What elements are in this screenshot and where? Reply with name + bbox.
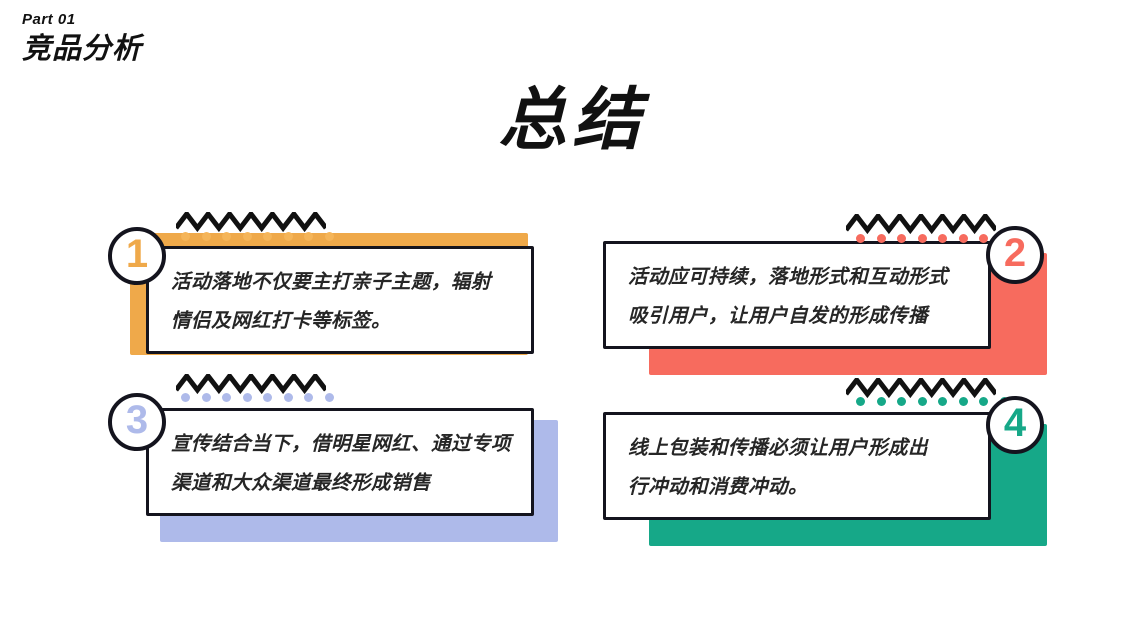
card-number-badge: 1 bbox=[108, 227, 166, 285]
card-number-badge: 4 bbox=[986, 396, 1044, 454]
card-text: 活动应可持续，落地形式和互动形式 吸引用户，让用户自发的形成传播 bbox=[628, 266, 949, 327]
slide-header: Part 01 竞品分析 bbox=[22, 10, 142, 67]
card-number-badge: 3 bbox=[108, 393, 166, 451]
card-number-label: 4 bbox=[1003, 401, 1027, 445]
zigzag-icon bbox=[846, 214, 996, 244]
dot-row-decoration bbox=[181, 232, 334, 241]
card-body: 线上包装和传播必须让用户形成出 行冲动和消费冲动。 bbox=[603, 412, 991, 520]
card-body: 宣传结合当下，借明星网红、通过专项 渠道和大众渠道最终形成销售 bbox=[146, 408, 534, 516]
page-title: 总结 bbox=[498, 82, 647, 158]
card-text: 活动落地不仅要主打亲子主题，辐射 情侣及网红打卡等标签。 bbox=[171, 271, 492, 332]
card-number-badge: 2 bbox=[986, 226, 1044, 284]
card-text: 宣传结合当下，借明星网红、通过专项 渠道和大众渠道最终形成销售 bbox=[171, 433, 512, 494]
summary-card-2: 活动应可持续，落地形式和互动形式 吸引用户，让用户自发的形成传播 2 bbox=[597, 214, 1047, 386]
zigzag-icon bbox=[846, 378, 996, 408]
card-number-label: 2 bbox=[1003, 231, 1027, 275]
card-number-label: 1 bbox=[125, 232, 149, 276]
summary-card-3: 宣传结合当下，借明星网红、通过专项 渠道和大众渠道最终形成销售 3 bbox=[108, 374, 558, 556]
card-number-label: 3 bbox=[125, 398, 149, 442]
zigzag-icon bbox=[176, 374, 326, 404]
section-title: 竞品分析 bbox=[22, 33, 143, 65]
summary-card-1: 活动落地不仅要主打亲子主题，辐射 情侣及网红打卡等标签。 1 bbox=[108, 212, 555, 375]
summary-card-4: 线上包装和传播必须让用户形成出 行冲动和消费冲动。 4 bbox=[597, 378, 1047, 560]
dot-row-decoration bbox=[181, 393, 334, 402]
card-body: 活动落地不仅要主打亲子主题，辐射 情侣及网红打卡等标签。 bbox=[146, 246, 534, 354]
part-label: Part 01 bbox=[22, 11, 76, 28]
card-text: 线上包装和传播必须让用户形成出 行冲动和消费冲动。 bbox=[628, 437, 929, 498]
zigzag-icon bbox=[176, 212, 326, 242]
card-body: 活动应可持续，落地形式和互动形式 吸引用户，让用户自发的形成传播 bbox=[603, 241, 991, 349]
